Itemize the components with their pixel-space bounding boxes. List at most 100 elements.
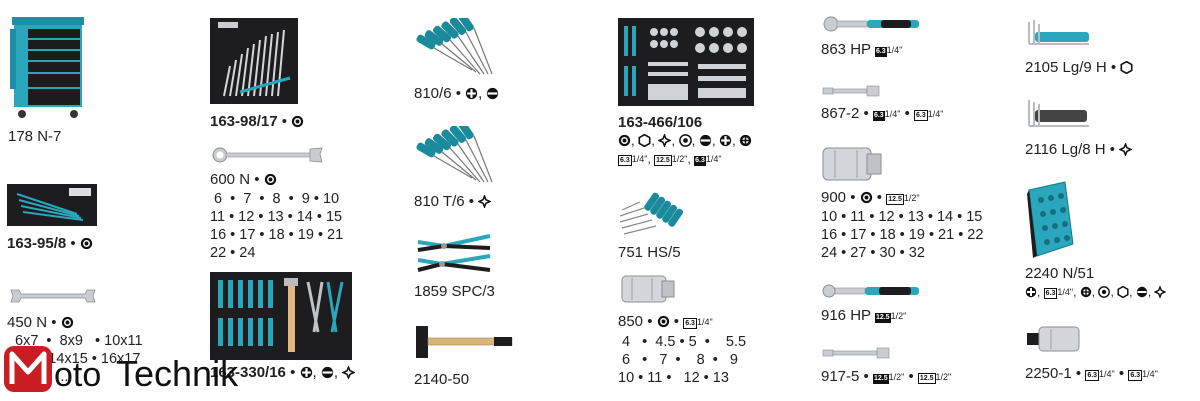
item-label: 1859 SPC/3 [414,283,495,300]
drive-box: 6.3 [874,47,887,57]
item-label: 2240 N/51 [1025,265,1095,282]
item-163-330-16[interactable]: 163-330/16 • , , [210,272,370,381]
ring-icon [80,237,93,250]
item-label: 2105 Lg/9 H [1025,59,1107,76]
phillips-icon [1025,286,1037,298]
item-label: 2250-1 [1025,365,1072,382]
ring-icon [657,315,670,328]
item-810-t6[interactable]: 810 T/6 • [414,120,554,211]
bit-box-image [1027,181,1074,258]
socket-image [621,275,675,303]
ratchet-image [822,284,919,298]
hex-icon [1117,286,1129,298]
item-label: 178 N-7 [8,128,62,145]
size-list: 6x7 • 8x9 • 10x11 • 14x15 • 16x17 • ... [15,333,143,385]
phillips-icon [300,366,313,379]
drive-fraction: 1/4" [696,317,713,327]
item-751-hs5[interactable]: 751 HS/5 [618,178,758,262]
drive-fraction: 1/4" [1057,287,1074,297]
slotted-icon [1136,286,1148,298]
svg-text:oto: oto [54,356,101,394]
drive-box: 12.5 [886,194,904,205]
torx-key-set-image [1028,100,1089,127]
item-label: 867-2 [821,105,860,122]
pliers-set-image [417,234,491,272]
item-label: 600 N [210,171,251,188]
item-label: 163-95/8 [7,235,67,252]
drive-box: 12.5 [654,155,672,166]
torx-icon [658,134,671,147]
item-label: 450 N [7,314,48,331]
item-2140-50[interactable]: 2140-50 [414,324,534,389]
drive-box: 12.5 [874,313,891,323]
drive-box: 6.3 [618,155,632,166]
slotted-icon [699,134,712,147]
drive-fraction: 1/4" [1142,369,1158,379]
torx-icon [1119,143,1132,156]
hex-icon [638,134,651,147]
ring-icon [618,134,631,147]
item-2116-lg8h[interactable]: 2116 Lg/8 H • [1025,98,1175,159]
hook-pick-set-image [619,192,684,235]
drive-fraction: 1/4" [927,109,944,119]
hammer-image [416,326,513,358]
item-916-hp[interactable]: 916 HP 12.51/2" [821,284,961,325]
socket-set-tray-image [618,18,754,106]
item-label: 916 HP [821,307,871,324]
item-863-hp[interactable]: 863 HP 6.31/4" [821,16,961,59]
item-450n[interactable]: 450 N • 6x7 • 8x9 • 10x11 • 14x15 • 16x1… [7,287,207,386]
item-178n7[interactable]: 178 N-7 [8,15,98,145]
torx-icon [478,195,491,208]
screwdriver-set-image [416,12,493,75]
item-2105-lg9h[interactable]: 2105 Lg/9 H • [1025,18,1175,77]
size-list: 6 • 7 • 8 • 9 • 10 11 • 12 • 13 • 14 • 1… [210,191,344,261]
drive-box: 6.3 [872,111,885,121]
slotted-icon [486,87,499,100]
combination-wrench-image [212,147,323,163]
pozidriv-icon [739,134,752,147]
drive-fraction: 1/4" [884,109,901,119]
size-list: 10 • 11 • 12 • 13 • 14 • 15 16 • 17 • 18… [821,209,984,261]
size-list: 4 • 4.5 • 5 • 5.5 6 • 7 • 8 • 9 10 • 11 … [618,334,747,386]
drive-box: 6.3 [1043,288,1058,299]
open-end-wrench-image [10,289,96,303]
screwdriver-tray-image [210,272,352,360]
item-600n[interactable]: 600 N • 6 • 7 • 8 • 9 • 10 11 • 12 • 13 … [210,146,390,262]
item-label: 900 [821,189,847,206]
phillips-icon [719,134,732,147]
bit-holder-image [1027,326,1080,352]
item-163-98-17[interactable]: 163-98/17 • [210,18,330,131]
combination-wrench-tray-image [210,18,298,104]
item-810-6[interactable]: 810/6 • , [414,12,554,103]
torx-screwdriver-set-image [416,120,493,183]
item-label: 751 HS/5 [618,244,681,261]
extension-bar-image [822,85,880,97]
item-label: 863 HP [821,41,871,58]
ratchet-image [823,16,919,32]
drive-box: 6.3 [914,110,928,121]
ring-icon [61,316,74,329]
item-label: 2116 Lg/8 H [1025,141,1106,158]
item-163-95-8[interactable]: 163-95/8 • [7,184,107,253]
item-label: 917-5 [821,368,860,385]
drive-fraction: 1/4" [631,154,648,164]
item-1859-spc3[interactable]: 1859 SPC/3 [414,232,554,301]
drive-box: 6.3 [1128,370,1143,381]
drive-box: 12.5 [917,373,936,384]
socket-image [822,147,882,181]
slotted-icon [321,366,334,379]
drive-fraction: 1/2" [935,372,952,382]
ring-icon [860,191,873,204]
ring-icon [264,173,277,186]
item-label: 2140-50 [414,371,470,388]
item-label: 163-330/16 [210,364,286,381]
